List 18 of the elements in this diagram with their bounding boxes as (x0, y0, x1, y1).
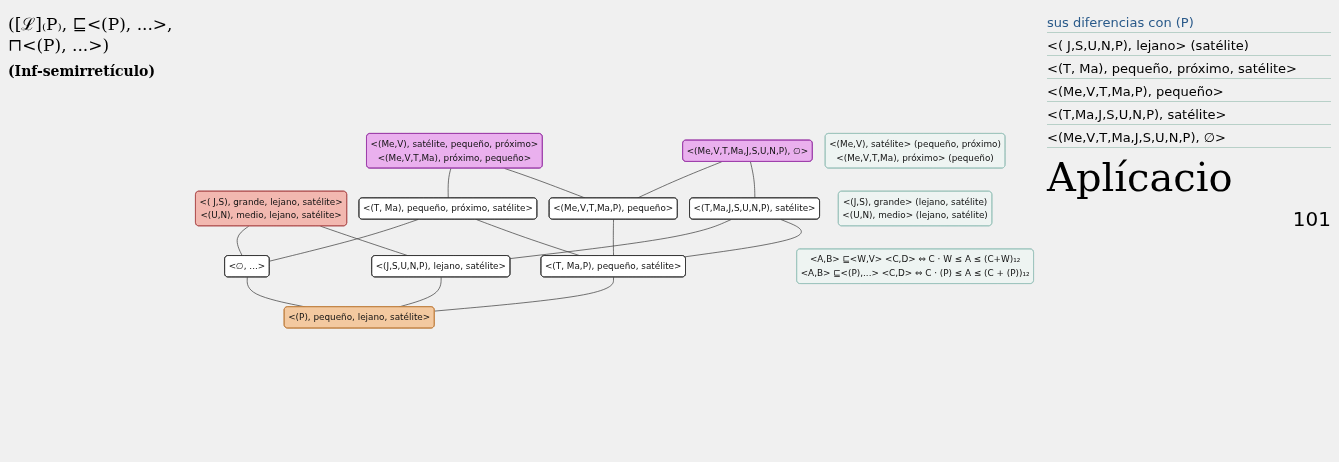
connector (750, 161, 756, 199)
connector (509, 219, 732, 260)
tuple-label: <(T, Ma), pequeño, próximo, satélite> (1047, 61, 1331, 79)
tuple-label: <(Me,V,T,Ma,J,S,U,N,P), ∅> (1047, 130, 1331, 148)
tuple-label: <(T,Ma,J,S,U,N,P), satélite> (1047, 107, 1331, 125)
heading-text: Aplícacio (1047, 154, 1234, 202)
connector (434, 277, 614, 312)
page-number: 101 (1291, 207, 1331, 233)
subtitle: (Inf-semirretículo) (8, 63, 157, 79)
tuple-label: <( J,S,U,N,P), lejano> (satélite) (1047, 38, 1331, 56)
connector (684, 219, 802, 258)
connector (636, 161, 723, 199)
note-text: sus diferencias con (P) (1047, 15, 1331, 33)
diagram-title: ([ℒ]₍P₎, ⊑<(P), ...>, ⊓<(P), ...>) (8, 13, 174, 55)
connector (613, 219, 614, 257)
connector (236, 226, 250, 257)
connector (447, 168, 452, 199)
tuple-label: <(Me,V,T,Ma,P), pequeño> (1047, 84, 1331, 102)
